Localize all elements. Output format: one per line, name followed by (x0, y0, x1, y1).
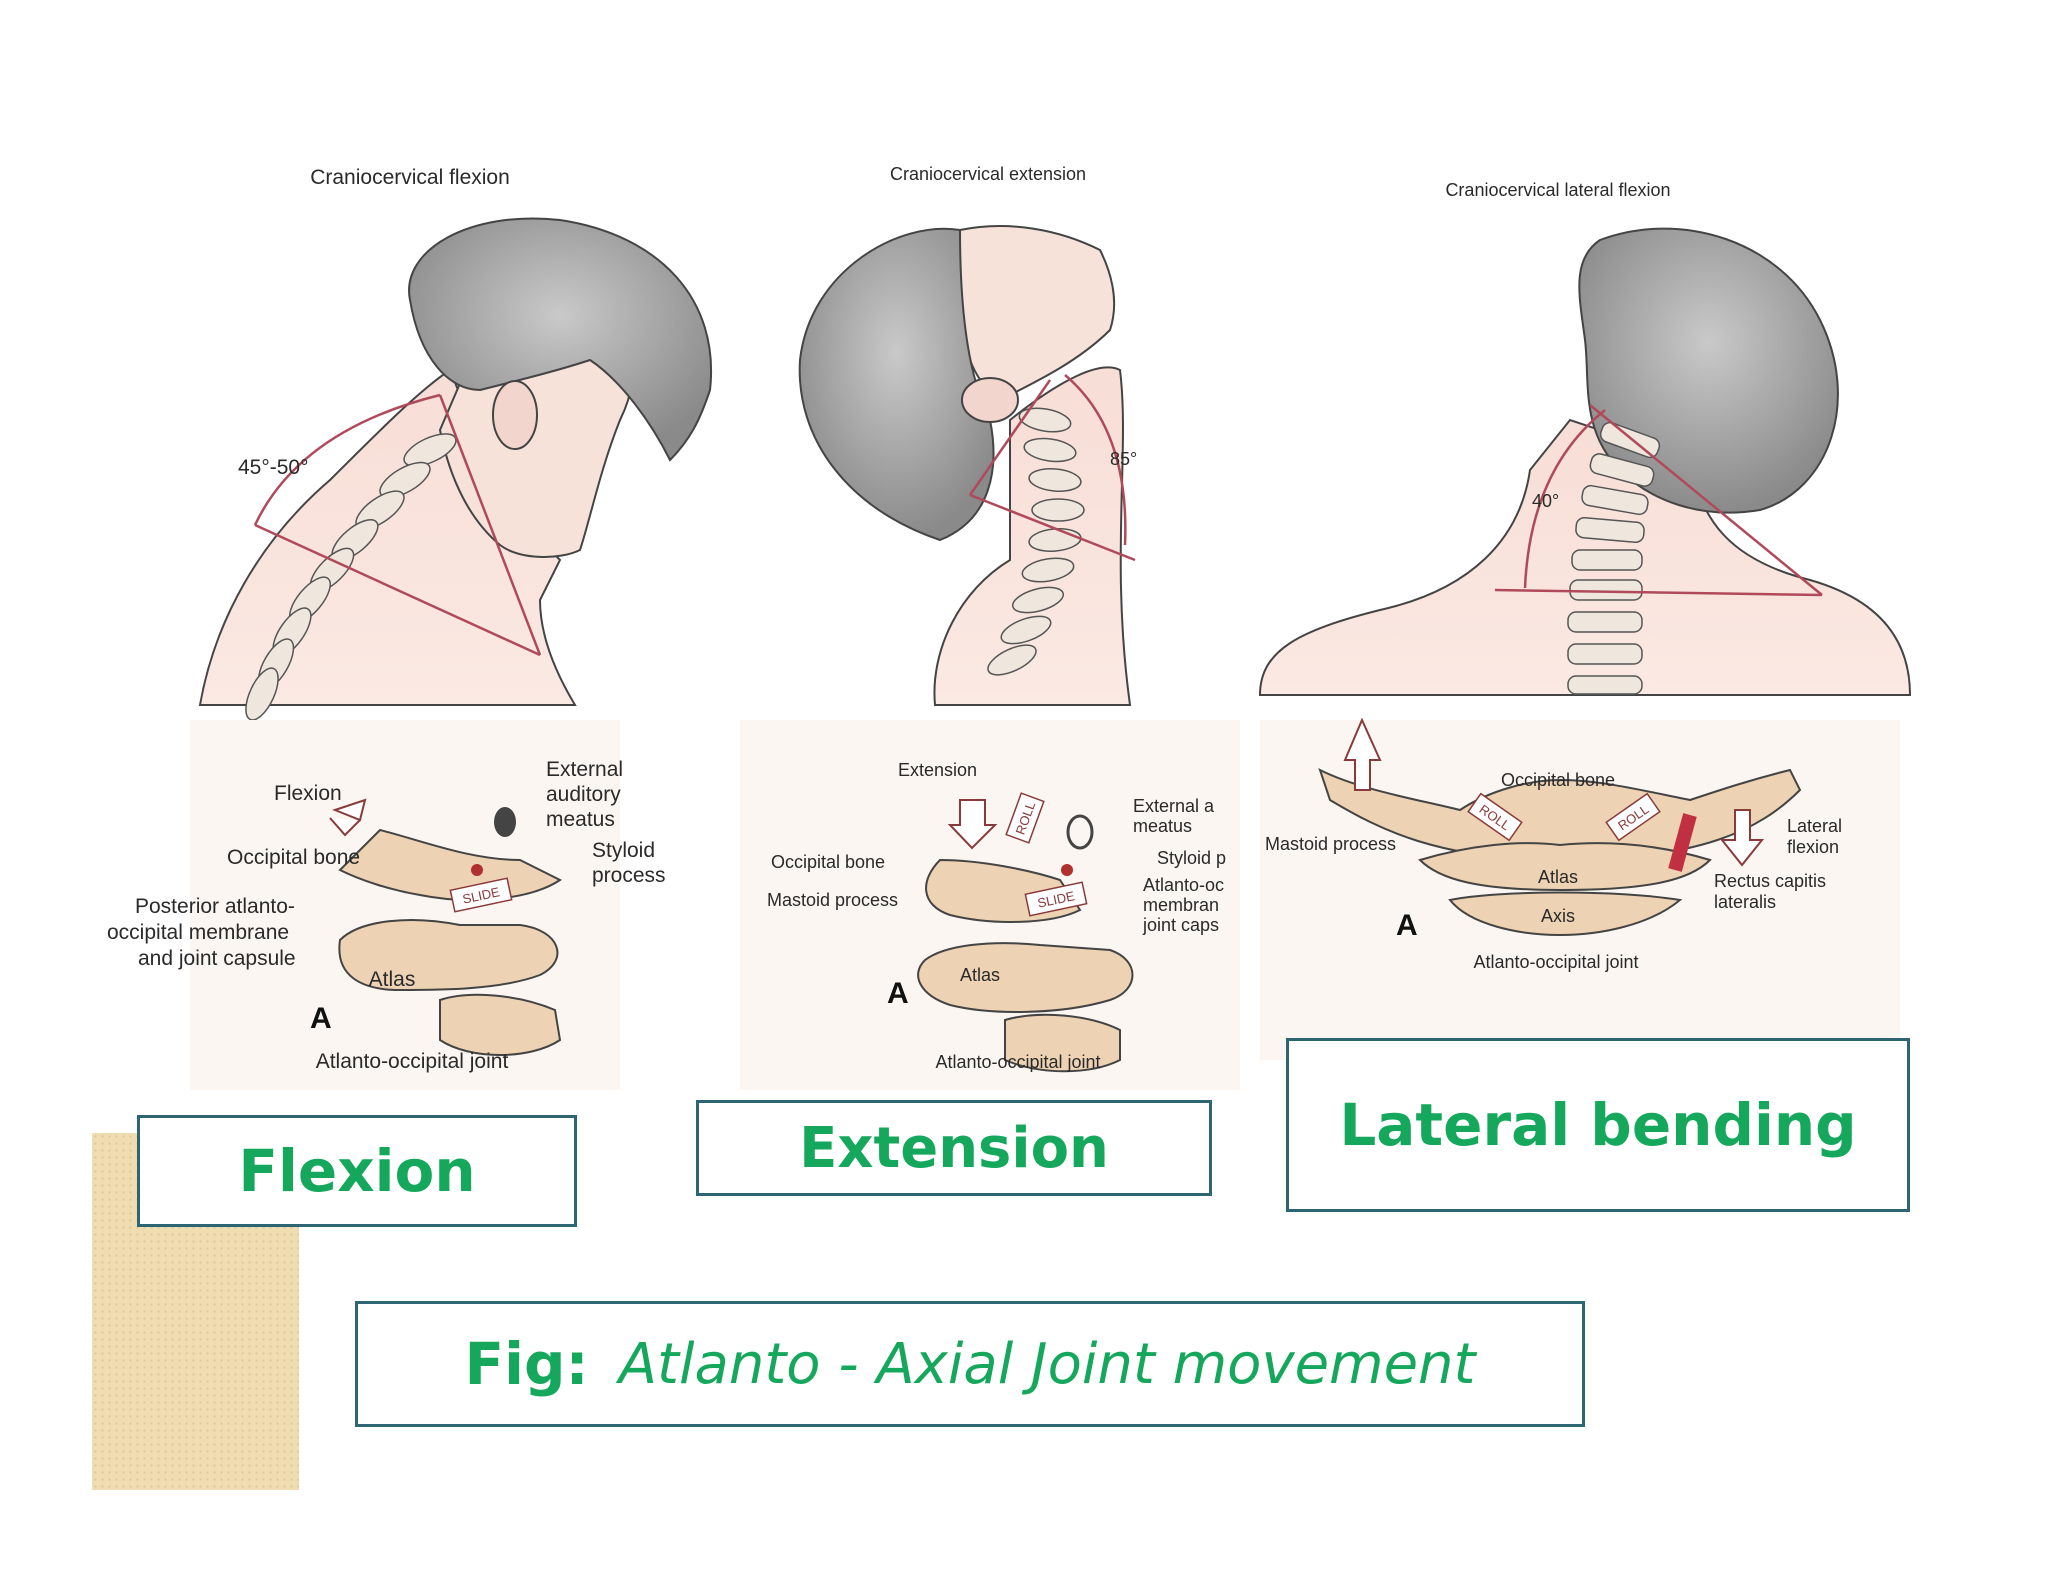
flexion-ear (492, 380, 538, 450)
flexion-title: Craniocervical flexion (310, 166, 510, 189)
extension-label-atlas: Atlas (960, 965, 1000, 985)
lateral-up-arrow-icon (1343, 717, 1382, 791)
figure-caption-box: Fig: Atlanto - Axial Joint movement (355, 1301, 1585, 1427)
figure-caption-text: Atlanto - Axial Joint movement (618, 1331, 1476, 1397)
lateral-label-rectus: Rectus capitis (1714, 871, 1826, 891)
extension-roll-arrow (1005, 792, 1045, 844)
caption-flexion: Flexion (238, 1137, 476, 1205)
lateral-joint-name: Atlanto-occipital joint (1473, 952, 1638, 972)
flexion-atlas-bone (338, 919, 559, 992)
flexion-label-capsule: and joint capsule (138, 947, 296, 970)
flexion-label-styloid: Styloid (592, 839, 655, 862)
lateral-angle-lines (1494, 404, 1823, 597)
lateral-panel: Craniocervical lateral flexion 40° ROLL … (1258, 180, 1912, 1060)
extension-axis-bone (1004, 1013, 1121, 1073)
extension-label-meatus: meatus (1133, 816, 1192, 836)
flexion-label-auditory: auditory (546, 783, 621, 806)
extension-angle-lines (968, 374, 1136, 562)
lateral-label-occipital: Occipital bone (1501, 770, 1615, 790)
extension-label-atlanto: Atlanto-oc (1143, 875, 1224, 895)
extension-label-styloid: Styloid p (1157, 848, 1226, 868)
lateral-label-atlas: Atlas (1538, 867, 1578, 887)
lateral-figure-letter: A (1396, 909, 1418, 942)
lateral-roll-arrow-right (1605, 792, 1661, 842)
caption-extension: Extension (799, 1115, 1109, 1181)
extension-atlas-bone (917, 942, 1134, 1013)
lateral-label-mastoid: Mastoid process (1265, 834, 1396, 854)
flexion-hair (408, 217, 713, 462)
lateral-label-flexion: flexion (1787, 837, 1839, 857)
caption-flexion-box: Flexion (137, 1115, 577, 1227)
caption-extension-box: Extension (696, 1100, 1212, 1196)
flexion-axis-dot (471, 864, 483, 876)
lateral-roll-arrow-left (1467, 792, 1523, 842)
extension-panel: Craniocervical extension 85° ROL (740, 164, 1240, 1090)
extension-arrow-icon (947, 799, 998, 850)
extension-figure-letter: A (887, 977, 909, 1010)
extension-title: Craniocervical extension (890, 164, 1086, 184)
flexion-angle: 45°-50° (238, 456, 309, 479)
figure-caption-prefix: Fig: (464, 1330, 589, 1398)
lateral-title: Craniocervical lateral flexion (1445, 180, 1670, 200)
extension-joint-name: Atlanto-occipital joint (935, 1052, 1100, 1072)
extension-ear (961, 377, 1019, 423)
extension-label-capsule: joint caps (1142, 915, 1219, 935)
flexion-label-atlas: Atlas (369, 968, 416, 991)
extension-label-mastoid: Mastoid process (767, 890, 898, 910)
lateral-label-axis: Axis (1541, 906, 1575, 926)
flexion-label-membrane: occipital membrane (107, 921, 289, 944)
lateral-rectus-muscle (1668, 813, 1697, 872)
caption-lateral-box: Lateral bending (1286, 1038, 1910, 1212)
flexion-arrow-icon (329, 798, 367, 837)
extension-axis-dot (1061, 864, 1073, 876)
extension-label-external: External a (1133, 796, 1215, 816)
lateral-angle: 40° (1532, 491, 1559, 511)
extension-label-membrane: membran (1143, 895, 1219, 915)
caption-lateral: Lateral bending (1339, 1091, 1857, 1159)
flexion-label-posterior: Posterior atlanto- (135, 895, 295, 918)
extension-label-occipital: Occipital bone (771, 852, 885, 872)
flexion-label-process: process (592, 864, 666, 887)
flexion-movement-label: Flexion (274, 782, 342, 805)
lateral-down-arrow-icon (1719, 809, 1765, 867)
flexion-angle-lines (253, 393, 542, 657)
extension-angle: 85° (1110, 449, 1137, 469)
flexion-slide-arrow (449, 877, 513, 913)
lateral-atlas-bone (1418, 842, 1712, 892)
lateral-label-lateral: Lateral (1787, 816, 1842, 836)
flexion-joint-name: Atlanto-occipital joint (316, 1050, 509, 1073)
extension-movement-label: Extension (898, 760, 977, 780)
flexion-spine (245, 433, 457, 721)
flexion-meatus-dot (494, 807, 516, 837)
flexion-axis-bone (439, 993, 562, 1056)
flexion-label-meatus: meatus (546, 808, 615, 831)
extension-spine (987, 407, 1085, 676)
flexion-figure-letter: A (310, 1002, 332, 1035)
flexion-label-external: External (546, 758, 623, 781)
lateral-axis-bone (1448, 891, 1683, 937)
flexion-panel: Craniocervical flexion 45°-50° (107, 166, 713, 1090)
extension-meatus-ring (1066, 814, 1094, 850)
lateral-label-lateralis: lateralis (1714, 892, 1776, 912)
flexion-label-occipital: Occipital bone (227, 846, 360, 869)
extension-slide-arrow (1024, 881, 1088, 917)
